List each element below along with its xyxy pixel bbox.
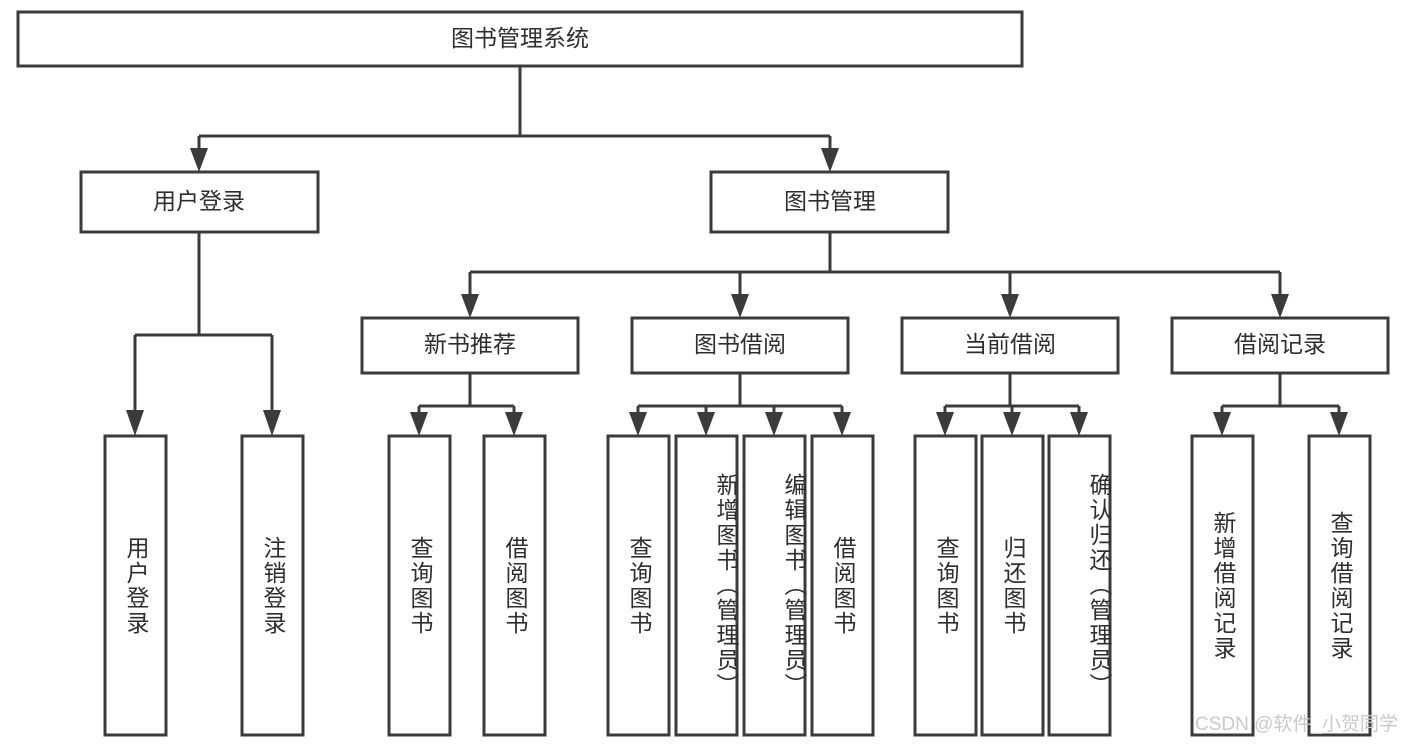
arrowhead-leaf-add-record xyxy=(1213,412,1231,436)
arrowhead-leaf-add-book xyxy=(697,412,715,436)
node-borrow-record-label: 借阅记录 xyxy=(1234,331,1326,357)
node-user-login-box[interactable] xyxy=(79,170,320,234)
leaf-box-group xyxy=(103,434,1372,737)
node-book-manage[interactable]: 图书管理 xyxy=(709,170,950,234)
arrowhead-leaf-user-login xyxy=(126,410,144,436)
arrowhead-leaf-confirm-return xyxy=(1070,412,1088,436)
node-current-borrow-label: 当前借阅 xyxy=(964,331,1056,357)
node-leaf-query-book-3-box[interactable] xyxy=(913,434,978,737)
arrowhead-leaf-borrow-book-1 xyxy=(505,412,523,436)
arrowhead-new-book-recommend xyxy=(461,294,479,318)
arrowhead-userlogin xyxy=(190,148,208,172)
arrowhead-leaf-borrow-book-2 xyxy=(833,412,851,436)
node-book-borrow[interactable]: 图书借阅 xyxy=(630,316,850,375)
node-leaf-add-book-box[interactable] xyxy=(674,434,739,737)
node-leaf-borrow-book-1-box[interactable] xyxy=(482,434,547,737)
arrowhead-bookmanage xyxy=(821,148,839,172)
node-current-borrow-box[interactable] xyxy=(900,316,1120,375)
arrowhead-leaf-query-book-3 xyxy=(936,412,954,436)
node-leaf-query-book-2-box[interactable] xyxy=(606,434,671,737)
arrowhead-leaf-query-record xyxy=(1330,412,1348,436)
node-leaf-query-book-1-box[interactable] xyxy=(387,434,452,737)
node-leaf-add-record-box[interactable] xyxy=(1190,434,1255,737)
node-user-login-label: 用户登录 xyxy=(153,188,245,214)
arrowhead-leaf-user-logout xyxy=(263,410,281,436)
node-root[interactable]: 图书管理系统 xyxy=(16,10,1024,68)
node-root-box[interactable] xyxy=(16,10,1024,68)
node-root-label: 图书管理系统 xyxy=(451,25,589,51)
arrowhead-current-borrow xyxy=(1001,294,1019,318)
node-new-book-recommend-box[interactable] xyxy=(360,316,580,375)
node-new-book-recommend-label: 新书推荐 xyxy=(424,331,516,357)
node-borrow-record[interactable]: 借阅记录 xyxy=(1170,316,1390,375)
node-book-manage-box[interactable] xyxy=(709,170,950,234)
node-leaf-borrow-book-2-box[interactable] xyxy=(810,434,875,737)
csdn-watermark: CSDN @软件_小贺同学 xyxy=(1195,714,1398,735)
node-leaf-user-login-box[interactable] xyxy=(103,434,168,737)
node-current-borrow[interactable]: 当前借阅 xyxy=(900,316,1120,375)
node-leaf-query-record-box[interactable] xyxy=(1307,434,1372,737)
arrowhead-leaf-edit-book xyxy=(765,412,783,436)
connector-group xyxy=(126,66,1348,436)
node-leaf-user-logout-box[interactable] xyxy=(240,434,305,737)
node-book-borrow-box[interactable] xyxy=(630,316,850,375)
arrowhead-borrow-record xyxy=(1271,294,1289,318)
node-leaf-edit-book-box[interactable] xyxy=(742,434,807,737)
node-borrow-record-box[interactable] xyxy=(1170,316,1390,375)
arrowhead-book-borrow xyxy=(731,294,749,318)
arrowhead-leaf-query-book-2 xyxy=(629,412,647,436)
node-book-manage-label: 图书管理 xyxy=(784,188,876,214)
node-book-borrow-label: 图书借阅 xyxy=(694,331,786,357)
arrowhead-leaf-return-book xyxy=(1003,412,1021,436)
node-user-login[interactable]: 用户登录 xyxy=(79,170,320,234)
node-new-book-recommend[interactable]: 新书推荐 xyxy=(360,316,580,375)
arrowhead-leaf-query-book-1 xyxy=(410,412,428,436)
node-leaf-confirm-return-box[interactable] xyxy=(1047,434,1112,737)
node-leaf-return-book-box[interactable] xyxy=(980,434,1045,737)
